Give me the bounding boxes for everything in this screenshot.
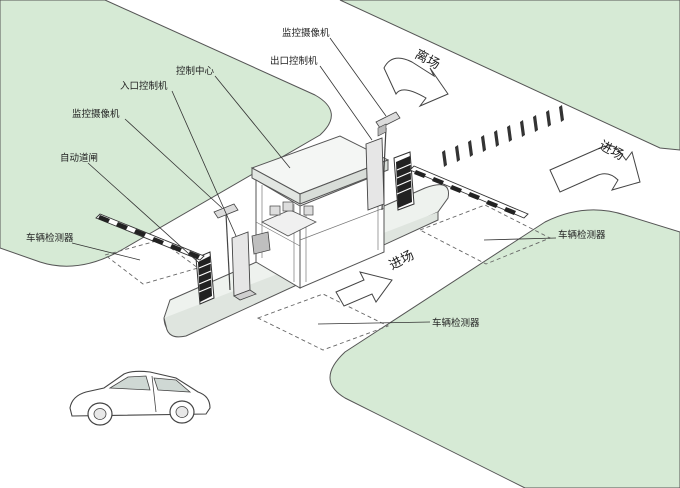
- label-enter-arrow-middle: 进场: [387, 248, 417, 273]
- label-control-center: 控制中心: [176, 65, 215, 77]
- label-detector-right: 车辆检测器: [558, 229, 606, 241]
- entry-barrier-gate: [195, 251, 215, 305]
- tire-spike-strip: [442, 105, 564, 167]
- label-detector-bottom: 车辆检测器: [432, 317, 480, 329]
- detector-loop-bottom: [256, 293, 390, 351]
- grass-area-bottom-right: [329, 209, 680, 488]
- detector-loop-left: [104, 239, 199, 285]
- leader-lines: [71, 37, 557, 325]
- car-illustration: [69, 370, 211, 426]
- enter-arrow-right: [549, 145, 641, 193]
- label-exit-controller: 出口控制机: [270, 55, 318, 67]
- grass-area-top-right: [339, 0, 680, 151]
- label-entry-controller: 入口控制机: [120, 80, 168, 92]
- control-booth: [250, 135, 390, 289]
- label-camera-top: 监控摄像机: [282, 27, 330, 39]
- exit-arrow: [383, 57, 449, 108]
- label-camera-left: 监控摄像机: [72, 108, 120, 120]
- label-auto-barrier: 自动道闸: [60, 152, 98, 164]
- entry-camera: [213, 203, 239, 291]
- enter-arrow-middle: [335, 271, 393, 307]
- exit-controller-unit: [365, 137, 385, 211]
- entry-barrier-arm: [95, 213, 205, 261]
- exit-barrier-arm: [409, 165, 529, 219]
- entry-controller-unit: [231, 231, 257, 301]
- exit-barrier-gate: [393, 151, 415, 211]
- grass-area-top-left: [0, 0, 332, 267]
- label-detector-left: 车辆检测器: [26, 232, 74, 244]
